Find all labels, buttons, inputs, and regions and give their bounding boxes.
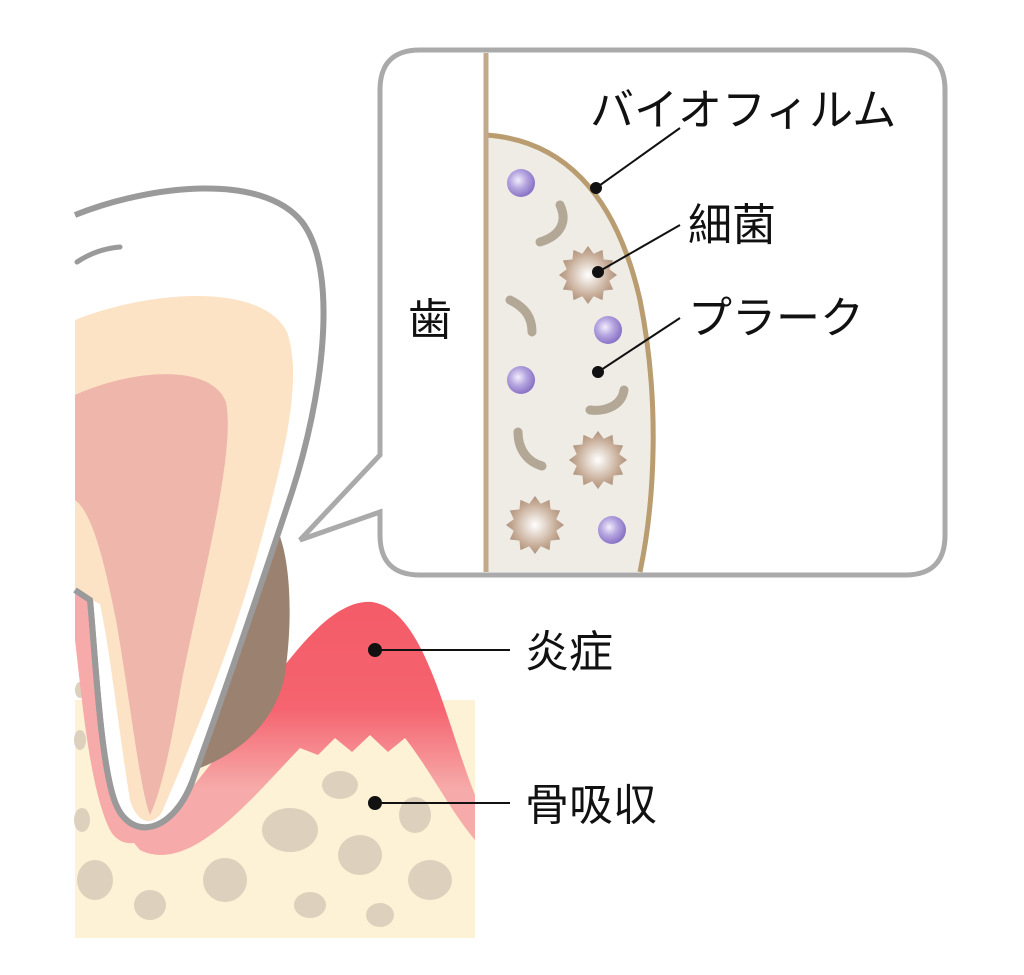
label-bone-resorption: 骨吸収 bbox=[525, 780, 657, 831]
bacteria-dot bbox=[592, 266, 604, 278]
label-bacteria: 細菌 bbox=[688, 200, 776, 251]
spiky-bacterium bbox=[569, 431, 627, 489]
enamel-highlight bbox=[74, 244, 123, 265]
biofilm-edge bbox=[485, 132, 656, 573]
inflammation-dot bbox=[368, 643, 382, 657]
spiky-bacterium bbox=[506, 496, 564, 554]
rod-bacteria bbox=[505, 200, 629, 471]
coccus-bacterium bbox=[598, 516, 626, 544]
label-biofilm: バイオフィルム bbox=[590, 85, 896, 136]
bacteria-leader bbox=[597, 224, 681, 273]
label-inflammation: 炎症 bbox=[525, 627, 613, 678]
biofilm-leader bbox=[595, 127, 681, 189]
biofilm-dot bbox=[590, 182, 602, 194]
gum-left-band bbox=[75, 588, 140, 844]
coccus-bacterium bbox=[594, 316, 622, 344]
tooth-pulp bbox=[75, 374, 228, 815]
bone-spots bbox=[74, 682, 452, 927]
plaque-leader bbox=[597, 317, 681, 373]
spiky-bacterium bbox=[559, 246, 617, 304]
round-bacteria bbox=[507, 169, 626, 544]
bone-resorption-dot bbox=[368, 796, 382, 810]
coccus-bacterium bbox=[507, 169, 535, 197]
label-tooth: 歯 bbox=[408, 295, 452, 346]
plaque-dot bbox=[592, 366, 604, 378]
spiky-bacteria bbox=[506, 246, 627, 554]
root-outline bbox=[73, 587, 195, 831]
label-plaque: プラーク bbox=[688, 293, 864, 344]
coccus-bacterium bbox=[507, 366, 535, 394]
